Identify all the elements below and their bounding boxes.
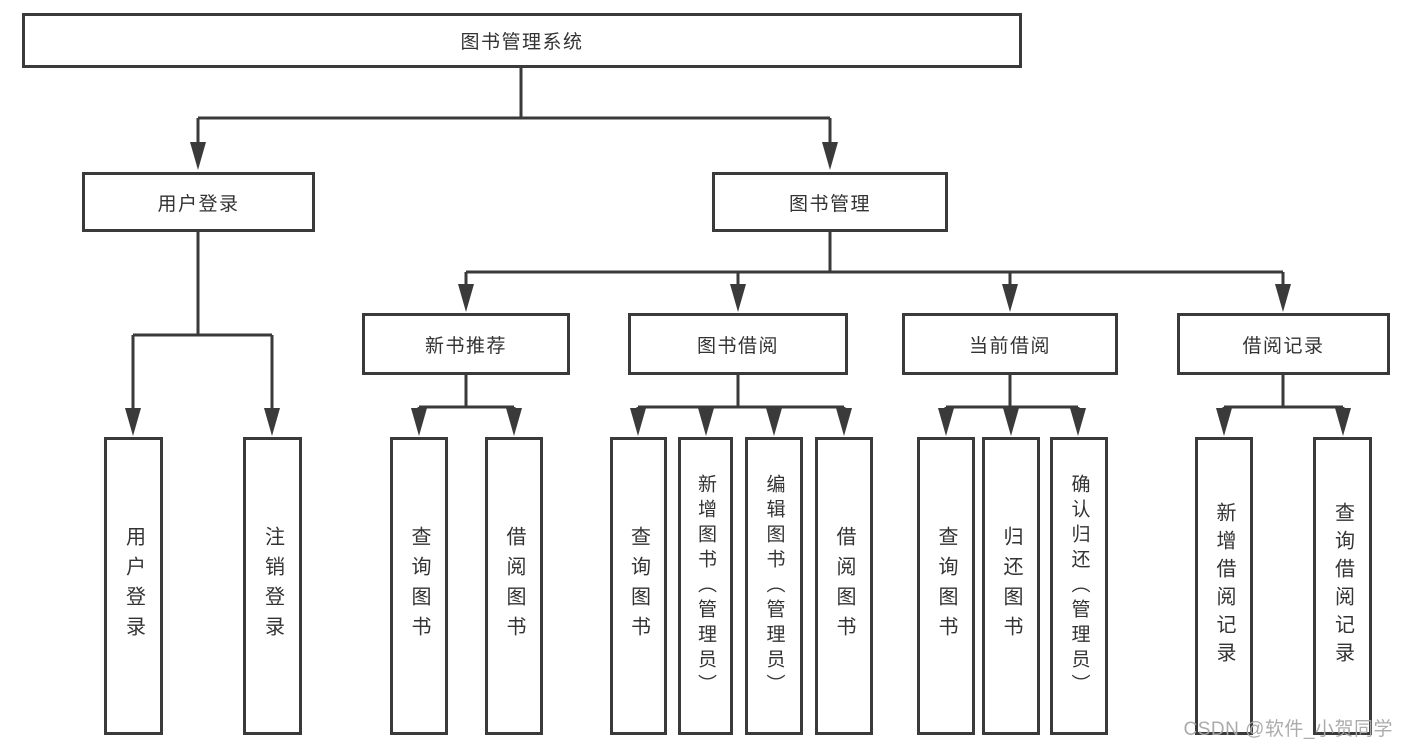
leaf-label: 注销登录 (261, 526, 284, 646)
leaf-logout: 注销登录 (243, 437, 302, 735)
leaf-edit-books-admin: 编辑图书（管理员） (745, 437, 803, 735)
node-root-label: 图书管理系统 (460, 32, 584, 53)
node-book-management: 图书管理 (712, 172, 948, 232)
leaf-label: 新增图书（管理员） (695, 473, 716, 699)
leaf-query-books-current: 查询图书 (917, 437, 975, 735)
leaf-borrow-books-recommend: 借阅图书 (485, 437, 543, 735)
leaf-return-books: 归还图书 (982, 437, 1040, 735)
node-current-borrow: 当前借阅 (902, 313, 1118, 375)
node-label: 借阅记录 (1242, 335, 1325, 357)
leaf-label: 查询借阅记录 (1331, 502, 1354, 670)
leaf-label: 借阅图书 (833, 526, 855, 646)
node-user-login: 用户登录 (82, 172, 315, 232)
node-label: 图书借阅 (696, 335, 779, 357)
leaf-query-books-recommend: 查询图书 (390, 437, 448, 735)
node-root: 图书管理系统 (22, 13, 1022, 68)
csdn-watermark: CSDN @软件_小贺同学 (1183, 719, 1393, 740)
node-borrow-records: 借阅记录 (1177, 313, 1390, 375)
leaf-label: 借阅图书 (503, 526, 525, 646)
leaf-borrow-books: 借阅图书 (815, 437, 873, 735)
leaf-confirm-return-admin: 确认归还（管理员） (1050, 437, 1108, 735)
leaf-user-login: 用户登录 (104, 437, 163, 735)
leaf-label: 查询图书 (935, 526, 957, 646)
leaf-label: 编辑图书（管理员） (763, 473, 785, 699)
node-label: 用户登录 (157, 193, 240, 215)
leaf-add-borrow-record: 新增借阅记录 (1195, 437, 1253, 735)
leaf-label: 查询图书 (627, 526, 650, 646)
leaf-label: 查询图书 (408, 526, 430, 646)
leaf-query-books-borrow: 查询图书 (610, 437, 667, 735)
leaf-add-books-admin: 新增图书（管理员） (678, 437, 733, 735)
leaf-label: 归还图书 (1000, 526, 1022, 646)
leaf-label: 新增借阅记录 (1213, 502, 1235, 670)
node-label: 图书管理 (788, 193, 871, 215)
node-label: 新书推荐 (424, 335, 507, 357)
leaf-label: 确认归还（管理员） (1068, 473, 1090, 699)
leaf-query-borrow-record: 查询借阅记录 (1313, 437, 1372, 735)
node-label: 当前借阅 (968, 335, 1051, 357)
leaf-label: 用户登录 (122, 526, 145, 646)
node-book-borrow: 图书借阅 (628, 313, 848, 375)
node-new-book-recommend: 新书推荐 (362, 313, 570, 375)
